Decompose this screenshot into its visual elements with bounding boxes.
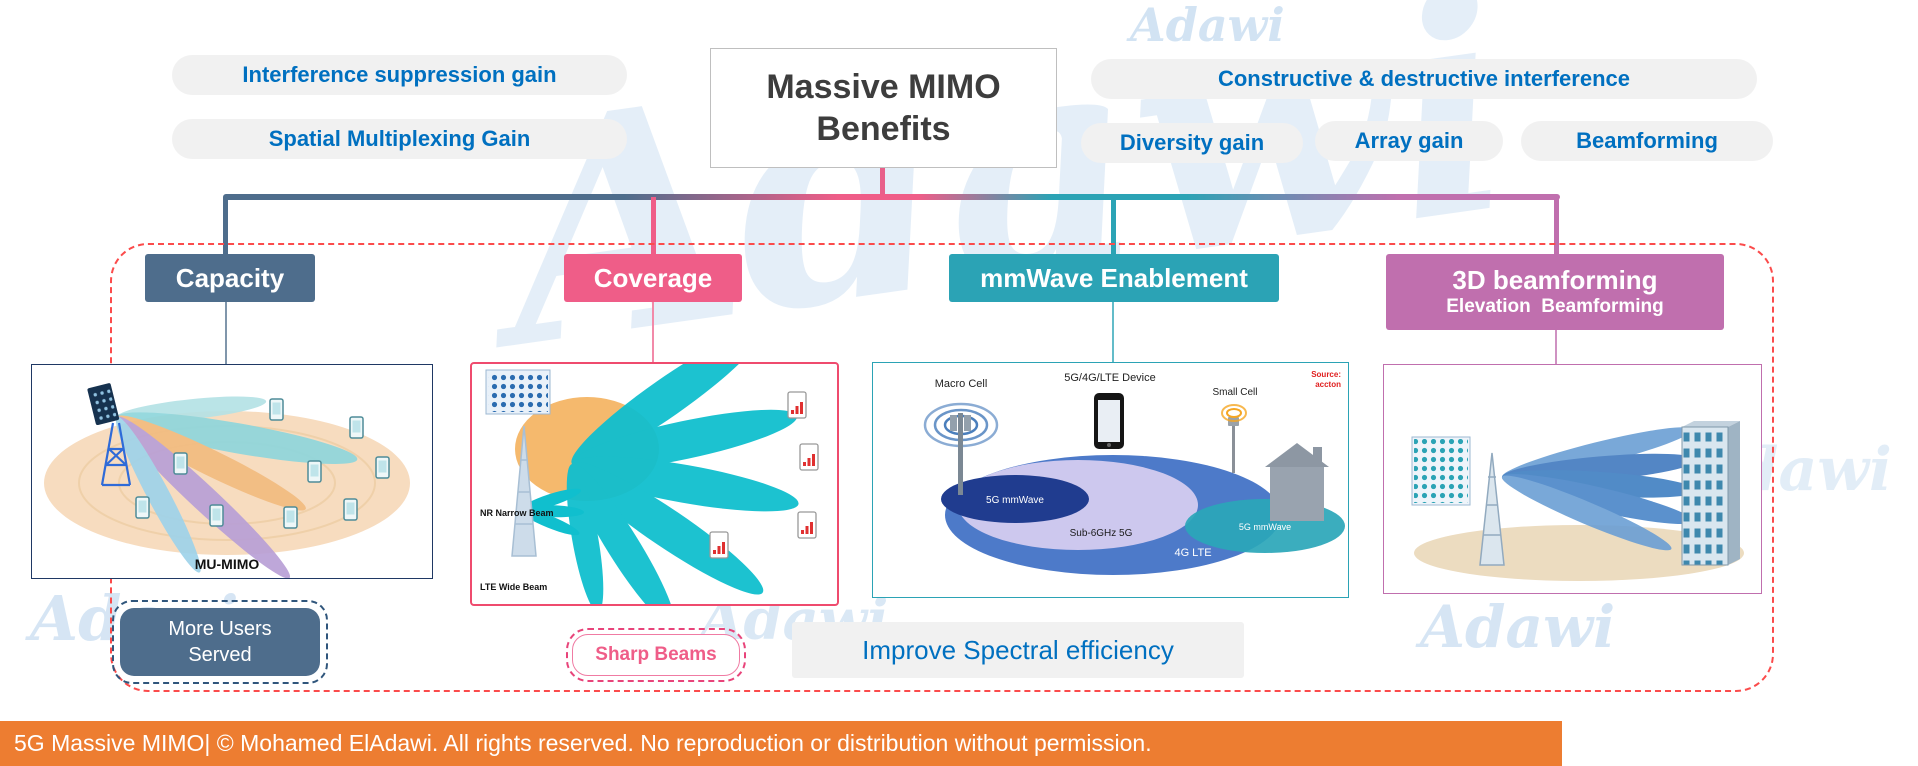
page-title-line2: Benefits bbox=[816, 110, 951, 148]
phone-icon bbox=[269, 398, 284, 421]
branch-header-capacity: Capacity bbox=[145, 254, 315, 302]
connector-stem-coverage bbox=[651, 197, 656, 254]
antenna-panel-icon bbox=[87, 383, 120, 426]
lte-wide-beam-label: LTE Wide Beam bbox=[480, 582, 547, 592]
more-users-line1: More Users bbox=[168, 618, 272, 640]
branch-sublabel: Elevation Beamforming bbox=[1446, 296, 1664, 318]
house-icon bbox=[1265, 443, 1329, 521]
copyright-footer-bar: 5G Massive MIMO| © Mohamed ElAdawi. All … bbox=[0, 721, 1562, 766]
antenna-array-icon bbox=[485, 369, 551, 415]
panel-mmwave: 5G mmWave Sub-6GHz 5G 4G LTE 5G mmWave bbox=[872, 362, 1349, 598]
more-users-served-box: More Users Served bbox=[120, 608, 320, 676]
phone-icon bbox=[343, 498, 358, 521]
phone-icon bbox=[283, 506, 298, 529]
connector-drop-capacity bbox=[225, 302, 227, 364]
branch-label: Coverage bbox=[593, 262, 713, 293]
branch-label: 3D beamforming bbox=[1452, 265, 1658, 295]
connector-stem-mmwave bbox=[1111, 197, 1116, 254]
phone-signal-icon bbox=[797, 511, 817, 539]
smartphone-icon bbox=[1094, 393, 1124, 449]
antenna-array-icon bbox=[1411, 436, 1471, 506]
sharp-beams-badge: Sharp Beams bbox=[566, 628, 746, 682]
sub6-label: Sub-6GHz 5G bbox=[1070, 528, 1133, 539]
source-label-line2: accton bbox=[1315, 380, 1341, 389]
narrow-beam-shapes bbox=[566, 364, 799, 604]
spectral-efficiency-badge: Improve Spectral efficiency bbox=[792, 622, 1244, 678]
device-label: 5G/4G/LTE Device bbox=[1064, 372, 1156, 384]
mmwave-core-ellipse bbox=[941, 475, 1089, 523]
macro-cell-label: Macro Cell bbox=[935, 378, 988, 390]
phone-icon bbox=[349, 416, 364, 439]
small-cell-label: Small Cell bbox=[1212, 387, 1257, 398]
panel-capacity: MU-MIMO bbox=[31, 364, 433, 579]
phone-icon bbox=[307, 460, 322, 483]
connector-stem-3d bbox=[1554, 197, 1559, 254]
mmwave-small-label: 5G mmWave bbox=[1239, 522, 1291, 532]
more-users-served-badge: More Users Served bbox=[112, 600, 328, 684]
small-cell-icon bbox=[1221, 404, 1247, 473]
branch-header-3d-beamforming: 3D beamforming Elevation Beamforming bbox=[1386, 254, 1724, 330]
benefit-pill-beamforming: Beamforming bbox=[1521, 121, 1773, 161]
nr-narrow-beam-label: NR Narrow Beam bbox=[480, 508, 554, 518]
connector-stem-capacity bbox=[223, 197, 228, 254]
3d-beamforming-illustration bbox=[1411, 421, 1744, 581]
beam-shapes bbox=[115, 396, 358, 578]
phone-icon bbox=[209, 504, 224, 527]
page-title-line1: Massive MIMO bbox=[766, 67, 1001, 106]
benefit-pill-interference-suppression: Interference suppression gain bbox=[172, 55, 627, 95]
small-beam-shapes bbox=[519, 488, 584, 536]
lte-tower-icon bbox=[511, 425, 537, 557]
sharp-beams-pill: Sharp Beams bbox=[572, 634, 740, 676]
phone-icon bbox=[135, 496, 150, 519]
branch-label: mmWave Enablement bbox=[980, 262, 1248, 293]
connector-title-stem bbox=[880, 164, 885, 197]
more-users-line2: Served bbox=[188, 644, 252, 666]
watermark-text: Adawi bbox=[1130, 0, 1285, 52]
connector-drop-mmwave bbox=[1112, 302, 1114, 362]
phone-signal-icon bbox=[787, 391, 807, 419]
mmwave-core-label: 5G mmWave bbox=[986, 495, 1044, 506]
base-station-tower-icon bbox=[87, 383, 132, 487]
branch-header-mmwave: mmWave Enablement bbox=[949, 254, 1279, 302]
benefit-pill-array-gain: Array gain bbox=[1315, 121, 1503, 161]
building-icon bbox=[1681, 421, 1740, 566]
source-label-line1: Source: bbox=[1311, 370, 1341, 379]
phone-signal-icon bbox=[799, 443, 819, 471]
macro-cell-tower-icon bbox=[923, 402, 999, 495]
coverage-beams-illustration: NR Narrow Beam LTE Wide Beam bbox=[480, 364, 819, 604]
mu-mimo-caption: MU-MIMO bbox=[195, 556, 260, 572]
mmwave-network-illustration: 5G mmWave Sub-6GHz 5G 4G LTE 5G mmWave bbox=[923, 370, 1345, 575]
tower-icon bbox=[1479, 452, 1505, 566]
branch-label: Capacity bbox=[175, 262, 285, 293]
branch-header-coverage: Coverage bbox=[564, 254, 742, 302]
phone-signal-icon bbox=[709, 531, 729, 559]
benefit-pill-spatial-multiplexing: Spatial Multiplexing Gain bbox=[172, 119, 627, 159]
elevation-beam-shapes bbox=[1501, 427, 1698, 551]
phone-icon bbox=[375, 456, 390, 479]
connector-drop-3d bbox=[1555, 330, 1557, 364]
phone-icon bbox=[173, 452, 188, 475]
connector-drop-coverage bbox=[652, 302, 654, 362]
panel-3d-beamforming bbox=[1383, 364, 1762, 594]
mu-mimo-illustration: MU-MIMO bbox=[44, 383, 410, 578]
benefit-pill-constructive-destructive: Constructive & destructive interference bbox=[1091, 59, 1757, 99]
benefit-pill-diversity-gain: Diversity gain bbox=[1081, 123, 1303, 163]
connector-horizontal-bar bbox=[223, 194, 1560, 200]
panel-coverage: NR Narrow Beam LTE Wide Beam bbox=[470, 362, 839, 606]
title-box: Massive MIMO Benefits bbox=[710, 48, 1057, 168]
lte-label: 4G LTE bbox=[1174, 547, 1211, 559]
